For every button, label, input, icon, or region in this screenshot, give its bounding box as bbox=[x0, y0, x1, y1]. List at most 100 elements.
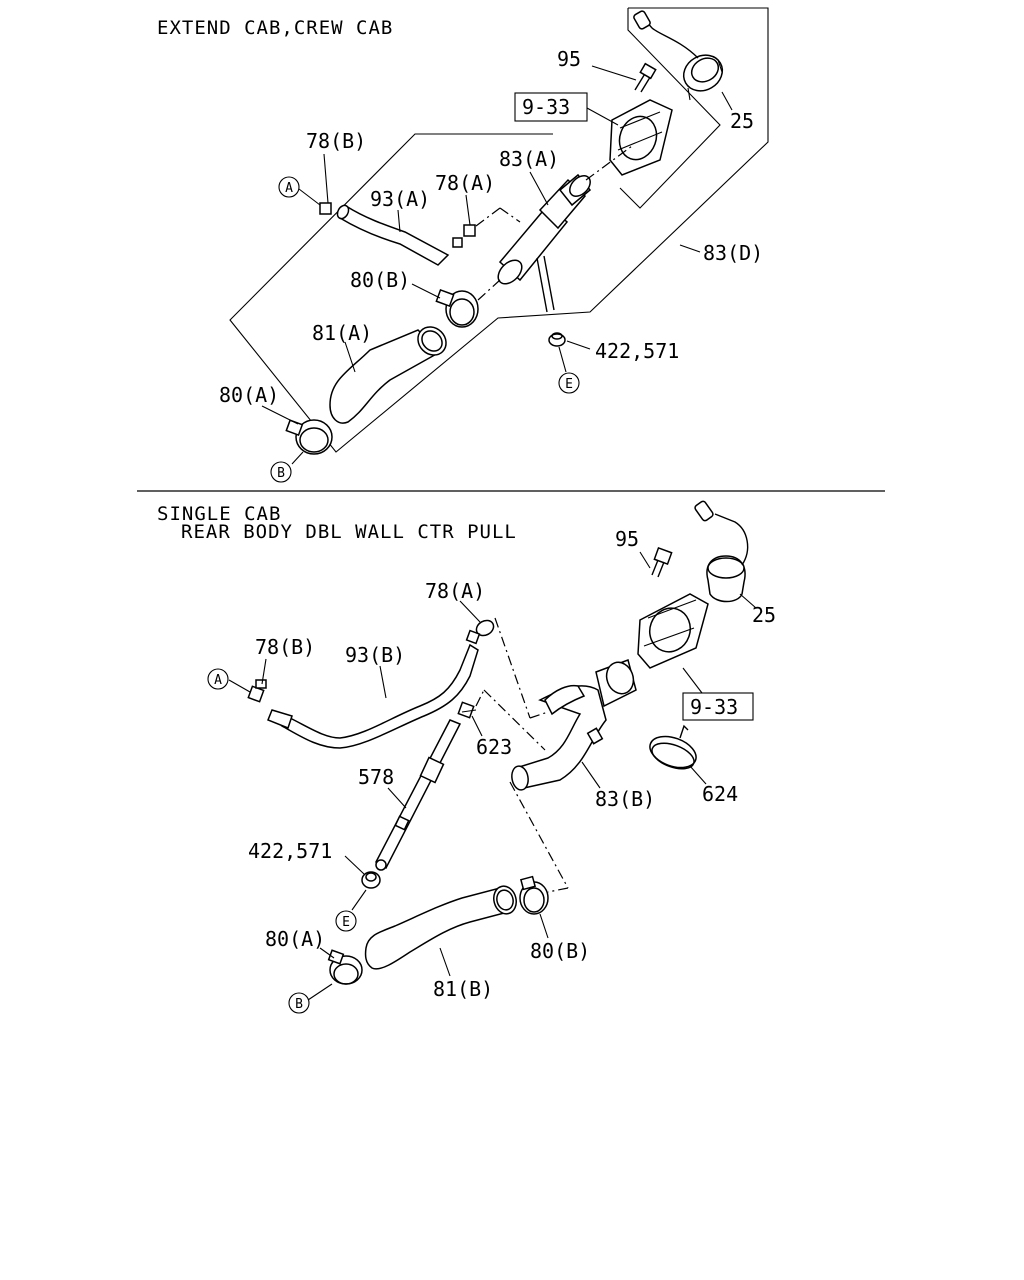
leader-95 bbox=[591, 65, 637, 81]
leader-9-33 bbox=[586, 107, 619, 126]
label-80a: 80(A) bbox=[265, 927, 325, 951]
leader-81b bbox=[439, 947, 451, 977]
section-extend-crew-cab: EXTEND CAB,CREW CAB bbox=[157, 7, 769, 483]
leader-578 bbox=[387, 787, 407, 809]
leader-78b bbox=[261, 658, 267, 685]
leader-80b bbox=[539, 913, 549, 939]
ref-circle-e: E bbox=[335, 910, 357, 932]
leader-25 bbox=[721, 91, 733, 111]
label-81b: 81(B) bbox=[433, 977, 493, 1001]
label-80b: 80(B) bbox=[350, 268, 410, 292]
label-83d: 83(D) bbox=[703, 241, 763, 265]
leader-9-33 bbox=[682, 667, 703, 694]
svg-text:A: A bbox=[285, 181, 293, 196]
bolt bbox=[634, 62, 657, 93]
hose-93b bbox=[267, 643, 479, 749]
ref-circle-a: A bbox=[207, 668, 229, 690]
leader-ref-e bbox=[558, 346, 567, 373]
label-9-33: 9-33 bbox=[522, 95, 570, 119]
leader-78a bbox=[459, 600, 481, 623]
leader-80a bbox=[261, 405, 299, 425]
breather-pipe-578 bbox=[375, 719, 462, 871]
label-80b: 80(B) bbox=[530, 939, 590, 963]
leader-93a bbox=[397, 209, 401, 233]
leader-80a bbox=[319, 947, 335, 959]
filler-neck bbox=[511, 659, 637, 791]
section-single-cab: SINGLE CAB REAR BODY DBL WALL CTR PULL bbox=[157, 500, 776, 1014]
leader-78b bbox=[323, 153, 329, 204]
breather-pipe bbox=[536, 255, 555, 313]
label-83b: 83(B) bbox=[595, 787, 655, 811]
cap-group-outline bbox=[619, 8, 721, 209]
section-header-line-1: SINGLE CAB bbox=[157, 503, 281, 525]
clamp-624 bbox=[649, 724, 697, 770]
leader-624 bbox=[689, 765, 707, 785]
leader-83d bbox=[679, 244, 701, 253]
label-578: 578 bbox=[358, 765, 394, 789]
svg-text:B: B bbox=[277, 466, 285, 481]
filler-housing bbox=[637, 593, 709, 669]
leader-81a bbox=[344, 341, 356, 373]
fuel-cap bbox=[633, 10, 724, 101]
label-93b: 93(B) bbox=[345, 643, 405, 667]
label-422-571: 422,571 bbox=[248, 839, 332, 863]
label-25: 25 bbox=[752, 603, 776, 627]
leader-83b bbox=[581, 761, 601, 789]
svg-text:E: E bbox=[342, 915, 350, 930]
svg-text:B: B bbox=[295, 997, 303, 1012]
clip-78a bbox=[465, 619, 495, 645]
clamp-80b bbox=[519, 875, 549, 915]
label-623: 623 bbox=[476, 735, 512, 759]
filler-housing bbox=[609, 99, 673, 176]
leader-422 bbox=[344, 855, 365, 875]
bolt bbox=[651, 547, 673, 578]
clamp-80b bbox=[435, 279, 501, 328]
leader-80b bbox=[411, 283, 441, 299]
filler-neck bbox=[497, 145, 633, 285]
svg-text:A: A bbox=[214, 673, 222, 688]
label-78a: 78(A) bbox=[425, 579, 485, 603]
leader-78a bbox=[465, 194, 471, 226]
ref-circle-b: B bbox=[270, 461, 292, 483]
leader-93b bbox=[379, 665, 387, 699]
section-header-line-2: REAR BODY DBL WALL CTR PULL bbox=[181, 521, 517, 543]
label-9-33: 9-33 bbox=[690, 695, 738, 719]
label-78b: 78(B) bbox=[306, 129, 366, 153]
ref-box-9-33 bbox=[682, 692, 754, 721]
label-95: 95 bbox=[615, 527, 639, 551]
leader-ref-b bbox=[307, 983, 333, 1001]
hose-81a bbox=[329, 326, 447, 424]
label-93a: 93(A) bbox=[370, 187, 430, 211]
clip-78b bbox=[319, 202, 332, 215]
leader-623 bbox=[471, 715, 483, 737]
leader-95 bbox=[639, 551, 651, 569]
hose-81b bbox=[364, 885, 517, 970]
label-81a: 81(A) bbox=[312, 321, 372, 345]
label-95: 95 bbox=[557, 47, 581, 71]
hose-93a bbox=[336, 204, 450, 266]
label-78a: 78(A) bbox=[435, 171, 495, 195]
label-25: 25 bbox=[730, 109, 754, 133]
label-78b: 78(B) bbox=[255, 635, 315, 659]
clip-623 bbox=[457, 701, 477, 719]
leader-83a bbox=[529, 171, 549, 206]
clamp-80a bbox=[285, 419, 333, 455]
clip-78b bbox=[247, 679, 267, 703]
label-422-571: 422,571 bbox=[595, 339, 679, 363]
leader-ref-b bbox=[291, 451, 304, 465]
assembly-outline bbox=[229, 7, 769, 453]
svg-text:E: E bbox=[565, 377, 573, 392]
section-header: EXTEND CAB,CREW CAB bbox=[157, 17, 393, 39]
grommet bbox=[548, 332, 566, 347]
leader-ref-e bbox=[351, 889, 367, 911]
clip-78a-small bbox=[452, 237, 463, 248]
label-80a: 80(A) bbox=[219, 383, 279, 407]
grommet bbox=[361, 871, 381, 889]
ref-circle-b: B bbox=[288, 992, 310, 1014]
leader-ref-a bbox=[228, 679, 251, 693]
clamp-80a bbox=[327, 949, 363, 985]
ref-circle-a: A bbox=[278, 176, 300, 198]
fuel-cap bbox=[694, 500, 749, 603]
label-83a: 83(A) bbox=[499, 147, 559, 171]
